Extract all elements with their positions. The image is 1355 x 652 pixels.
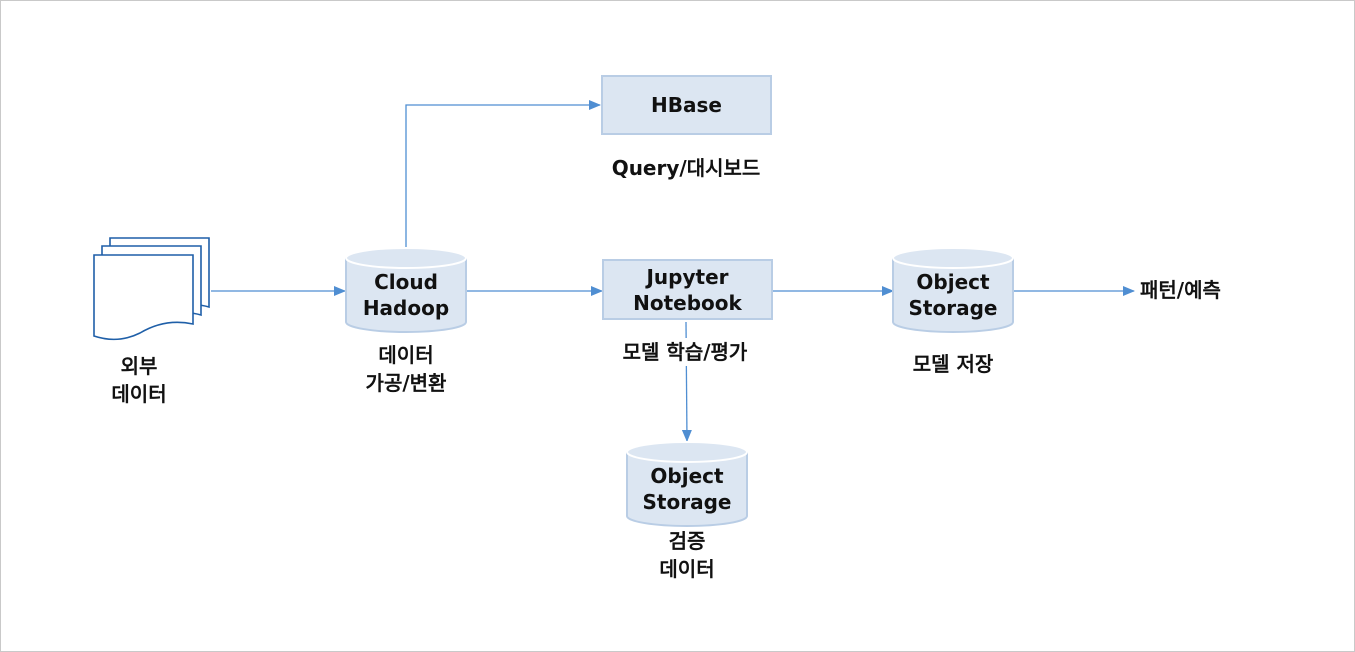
external-data-label-line1: 외부	[120, 354, 158, 378]
cloud-hadoop-label: Cloud Hadoop	[346, 266, 466, 324]
hbase-caption: Query/대시보드	[611, 156, 761, 180]
object-storage-validation-line1: Object	[650, 464, 724, 488]
edge-hadoop-to-hbase	[405, 100, 601, 248]
external-data-label-line2: 데이터	[111, 382, 167, 406]
cloud-hadoop-caption: 데이터 가공/변환	[341, 341, 471, 397]
object-storage-model-cylinder	[892, 247, 1014, 333]
jupyter-label: Jupyter Notebook	[603, 260, 772, 319]
validation-caption-line1: 검증	[668, 529, 706, 553]
object-storage-validation-cylinder	[626, 441, 748, 527]
output-label: 패턴/예측	[1140, 278, 1221, 302]
cloud-hadoop-cylinder	[345, 247, 467, 333]
cloud-hadoop-caption-line2: 가공/변환	[365, 371, 447, 395]
object-storage-validation-caption: 검증 데이터	[627, 527, 747, 583]
jupyter-line1: Jupyter	[646, 264, 729, 289]
hbase-box	[601, 75, 772, 135]
validation-caption-line2: 데이터	[659, 557, 715, 581]
object-storage-model-label: Object Storage	[893, 266, 1013, 324]
object-storage-validation-label: Object Storage	[627, 460, 747, 518]
object-storage-model-line1: Object	[916, 270, 990, 294]
document-stack-icon	[93, 237, 210, 341]
external-data-label: 외부 데이터	[94, 352, 184, 408]
cloud-hadoop-line2: Hadoop	[362, 296, 450, 320]
cloud-hadoop-line1: Cloud	[374, 270, 438, 294]
object-storage-validation-line2: Storage	[642, 490, 732, 514]
jupyter-caption: 모델 학습/평가	[580, 338, 790, 366]
cloud-hadoop-caption-line1: 데이터	[378, 343, 434, 367]
hbase-label: HBase	[651, 93, 722, 117]
jupyter-box	[602, 259, 773, 320]
object-storage-model-line2: Storage	[908, 296, 998, 320]
jupyter-line2: Notebook	[633, 290, 742, 315]
object-storage-model-caption: 모델 저장	[912, 352, 994, 376]
